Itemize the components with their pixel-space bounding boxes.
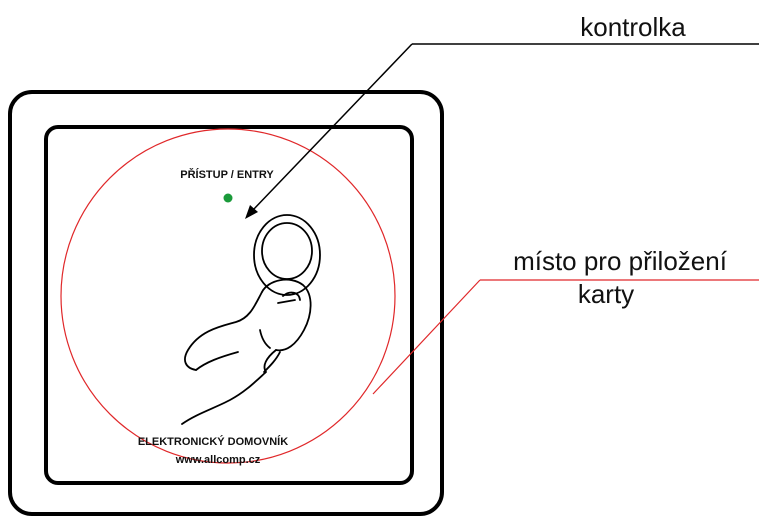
led-indicator-icon [223, 193, 233, 203]
indicator-callout-arrowhead [245, 205, 258, 219]
indicator-callout-label: kontrolka [580, 12, 686, 42]
hand-holding-card-icon [181, 278, 312, 425]
card-area-callout-leader [372, 279, 481, 395]
website-label: www.allcomp.cz [175, 454, 261, 466]
inner-panel [44, 125, 414, 485]
card-tag-icon [253, 214, 321, 296]
indicator-callout-leader [252, 43, 413, 211]
reader-circle [60, 128, 396, 464]
entry-label: PŘÍSTUP / ENTRY [180, 168, 274, 181]
card-area-callout-label-2: karty [578, 279, 634, 309]
card-area-callout-label: místo pro přiložení [513, 246, 728, 276]
outer-frame [8, 90, 444, 516]
product-name-label: ELEKTRONICKÝ DOMOVNÍK [138, 435, 288, 448]
